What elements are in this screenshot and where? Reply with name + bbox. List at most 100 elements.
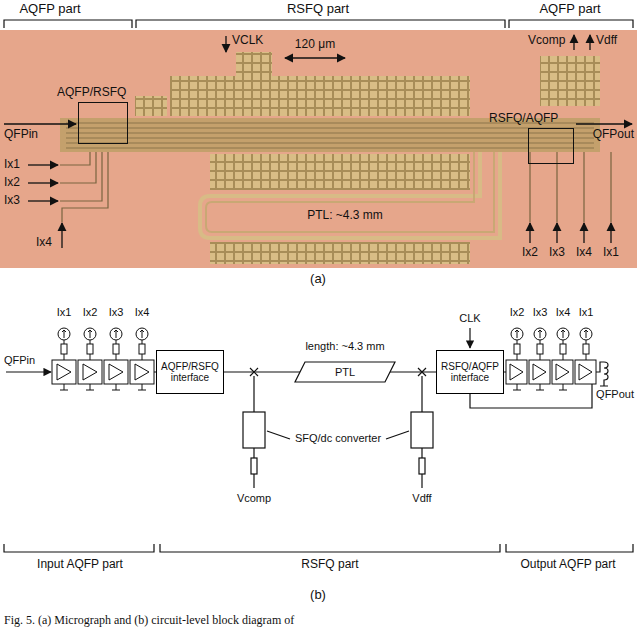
- signal-name: CLK: [459, 312, 480, 325]
- signal-arrow: [583, 223, 584, 243]
- micrograph: [60, 152, 90, 165]
- interface-box: AQFP/RSFQ interface: [156, 350, 224, 394]
- interface-marker-box: AQFP/RSFQ: [78, 102, 128, 144]
- micrograph: [206, 152, 494, 232]
- aqfp-buffer: [109, 364, 123, 380]
- micrograph: [210, 154, 470, 190]
- micrograph: [540, 56, 600, 106]
- node-label: AQFP/RSFQ: [57, 86, 126, 100]
- signal-name: Ix4: [556, 306, 571, 319]
- part-heading: RSFQ part: [301, 558, 358, 572]
- signal-arrow: [285, 57, 345, 58]
- signal-name: Vcomp: [237, 492, 271, 505]
- signal-name: QFPin: [4, 128, 38, 142]
- signal-arrow: [225, 36, 226, 52]
- micrograph: [0, 30, 637, 268]
- part-bracket: [506, 544, 633, 552]
- ptl-outline: [295, 362, 395, 382]
- signal-name: Ix1: [579, 306, 594, 319]
- panel-label: (b): [310, 588, 326, 603]
- signal-arrow: [4, 123, 76, 124]
- interface-marker-box: RSFQ/AQFP: [528, 128, 574, 164]
- signal-name: Ix4: [135, 306, 150, 319]
- micrograph: [170, 76, 470, 116]
- signal-arrow: [576, 123, 632, 124]
- sfq-dc-converter: [243, 412, 265, 448]
- figure-caption: Fig. 5. (a) Micrograph and (b) circuit-l…: [4, 614, 294, 628]
- signal-name: Ix2: [4, 176, 20, 190]
- part-bracket: [136, 20, 505, 28]
- aqfp-buffer: [52, 360, 596, 390]
- signal-arrow: [4, 35, 632, 248]
- aqfp-buffer: [57, 364, 71, 380]
- current-source: [560, 344, 566, 354]
- sfq-dc-converter: [411, 412, 433, 448]
- signal-name: Ix3: [549, 246, 565, 260]
- part-heading: RSFQ part: [287, 2, 349, 17]
- part-heading: AQFP part: [19, 2, 80, 17]
- signal-name: Ix2: [83, 306, 98, 319]
- circuit-wire: [469, 328, 470, 348]
- signal-name: QFPout: [593, 128, 634, 142]
- aqfp-buffer: [579, 364, 592, 380]
- interface-box: RSFQ/AQFP interface: [436, 350, 504, 394]
- current-source: [62, 330, 588, 338]
- current-source: [64, 340, 586, 360]
- signal-name: Ix2: [522, 246, 538, 260]
- signal-arrow: [589, 35, 590, 50]
- dimension-label: PTL: ~4.3 mm: [307, 209, 383, 223]
- signal-arrow: [28, 200, 58, 201]
- node-label: RSFQ/AQFP: [489, 112, 558, 126]
- current-source: [61, 344, 67, 354]
- current-source: [113, 344, 119, 354]
- signal-name: Ix3: [4, 194, 20, 208]
- micrograph: [0, 30, 637, 268]
- signal-name: Vcomp: [528, 34, 565, 48]
- part-heading: AQFP part: [539, 2, 600, 17]
- part-bracket: [4, 20, 633, 28]
- circuit-wire: [600, 362, 608, 386]
- aqfp-buffer: [52, 360, 76, 384]
- part-bracket: [4, 20, 132, 28]
- circuit-wire: [596, 362, 604, 372]
- signal-name: Vdff: [412, 492, 431, 505]
- signal-arrow: [28, 182, 58, 183]
- signal-name: Vdff: [596, 34, 617, 48]
- aqfp-buffer: [78, 360, 102, 384]
- aqfp-buffer: [135, 364, 149, 380]
- part-bracket: [160, 544, 500, 552]
- aqfp-buffer: [130, 360, 154, 384]
- transmission-line: [390, 371, 436, 372]
- micrograph: [62, 152, 108, 222]
- aqfp-buffer: [104, 360, 128, 384]
- micrograph: [66, 123, 594, 148]
- part-heading: Output AQFP part: [520, 558, 615, 572]
- circuit-wire: [254, 376, 422, 488]
- signal-arrow: [556, 223, 557, 243]
- aqfp-buffer: [510, 364, 523, 380]
- signal-name: Ix4: [36, 236, 52, 250]
- signal-arrow: [573, 35, 574, 50]
- micrograph: [530, 152, 611, 222]
- signal-name: Ix3: [109, 306, 124, 319]
- aqfp-buffer: [83, 364, 97, 380]
- micrograph: [60, 152, 102, 201]
- current-source: [514, 344, 520, 354]
- panel-label: (a): [310, 272, 326, 287]
- part-heading: Input AQFP part: [37, 558, 123, 572]
- circuit-wire: [504, 371, 506, 372]
- circuit-wire: [6, 371, 51, 372]
- signal-name: QFPout: [596, 388, 634, 401]
- signal-arrow: [529, 223, 530, 243]
- signal-name: VCLK: [232, 34, 263, 48]
- signal-arrow: [61, 223, 62, 248]
- signal-name: Ix2: [510, 306, 525, 319]
- node-label: AQFP/RSFQ interface: [160, 361, 220, 384]
- micrograph: [66, 123, 594, 148]
- transmission-line: [224, 371, 300, 372]
- sfq-dc-converter: [419, 458, 425, 474]
- micrograph: [210, 242, 470, 264]
- aqfp-buffer: [533, 364, 546, 380]
- aqfp-buffer: [529, 360, 550, 384]
